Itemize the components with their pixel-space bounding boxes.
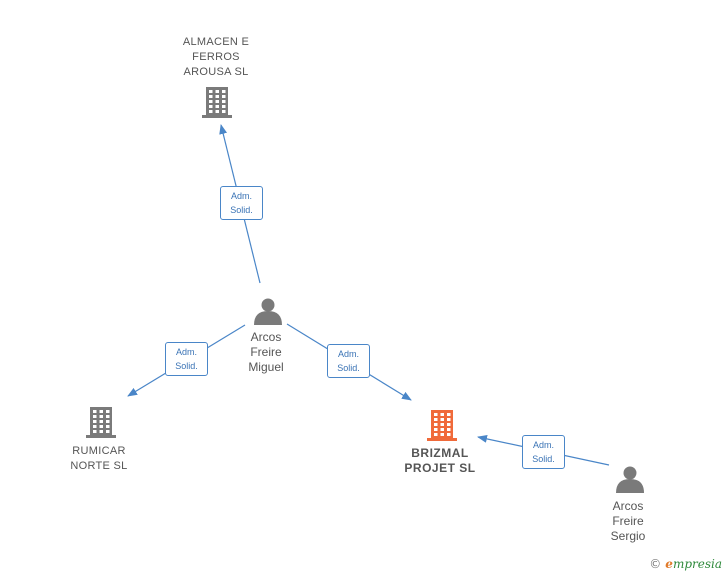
building-icon-almacen[interactable] xyxy=(202,87,232,118)
edge-label-miguel-to-brizmal[interactable]: Adm. Solid. xyxy=(327,344,370,378)
edge-label-sergio-to-brizmal[interactable]: Adm. Solid. xyxy=(522,435,565,469)
brand-name: mpresia xyxy=(672,557,722,571)
person-icon-miguel[interactable] xyxy=(254,298,282,326)
edge-label-miguel-to-rumicar[interactable]: Adm. Solid. xyxy=(165,342,208,376)
brand-initial: e xyxy=(665,557,673,571)
node-label-brizmal[interactable]: BRIZMAL PROJET SL xyxy=(404,446,476,475)
edge-label-miguel-to-almacen[interactable]: Adm. Solid. xyxy=(220,186,263,220)
copyright-symbol: © xyxy=(649,557,662,571)
person-icon-sergio[interactable] xyxy=(616,466,644,494)
building-icon-brizmal[interactable] xyxy=(427,410,457,441)
building-icon-rumicar[interactable] xyxy=(86,407,116,438)
node-label-sergio[interactable]: Arcos Freire Sergio xyxy=(610,499,646,543)
node-label-rumicar[interactable]: RUMICAR NORTE SL xyxy=(70,445,128,472)
empresia-watermark: ©empresia xyxy=(649,557,722,571)
node-label-almacen[interactable]: ALMACEN E FERROS AROUSA SL xyxy=(182,36,250,78)
node-label-miguel[interactable]: Arcos Freire Miguel xyxy=(248,330,284,374)
